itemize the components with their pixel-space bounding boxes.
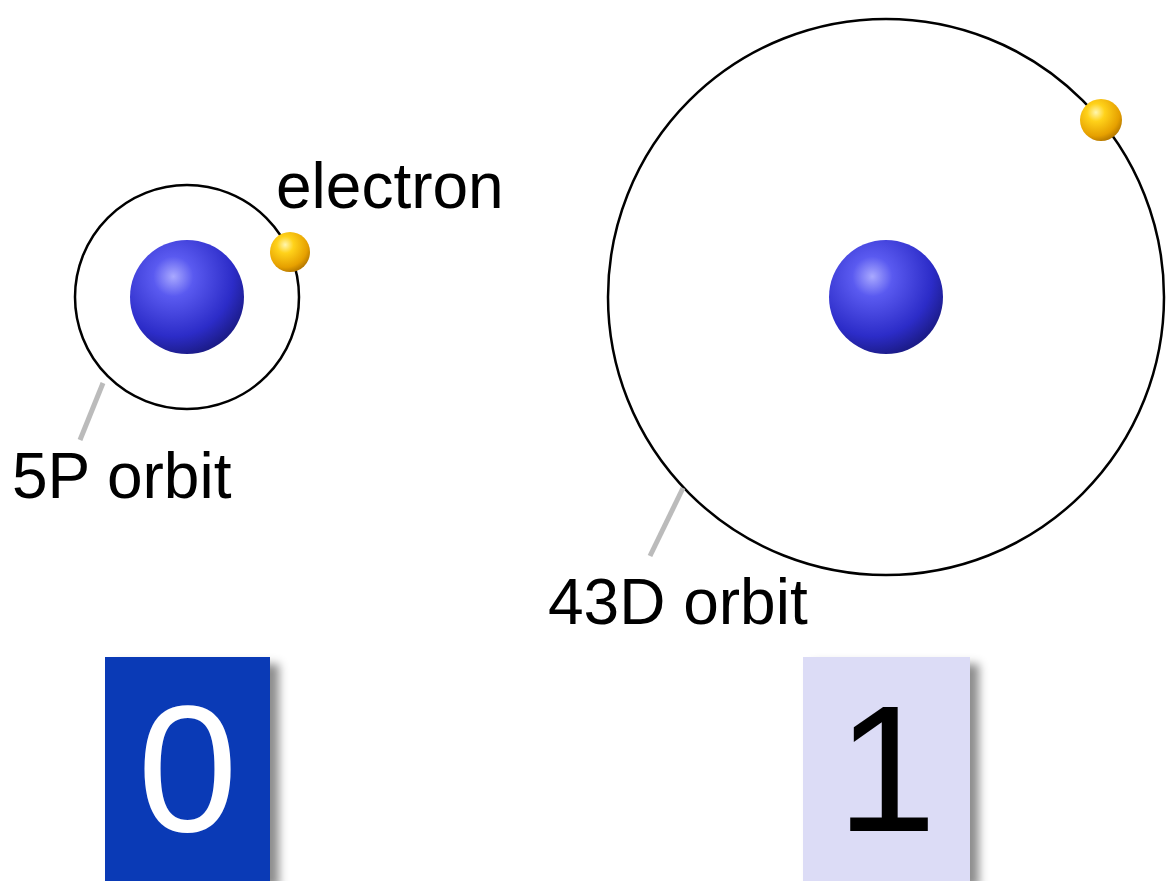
binary-digit: 1 <box>836 679 936 859</box>
electron-ball <box>1080 99 1122 141</box>
digit-box: 1 <box>803 657 970 881</box>
nucleus <box>130 240 244 354</box>
nucleus <box>829 240 943 354</box>
electron-label-wrap: electron <box>276 150 504 224</box>
leader-line <box>80 383 103 440</box>
leader-line <box>650 488 683 556</box>
electron-label: electron <box>276 150 504 224</box>
orbit-circle <box>608 19 1164 575</box>
orbit-circle <box>75 185 299 409</box>
orbit-label-wrap: 43D orbit <box>548 566 808 640</box>
orbit-label-wrap: 5P orbit <box>12 440 231 514</box>
orbit-label: 43D orbit <box>548 566 808 640</box>
orbit-label: 5P orbit <box>12 440 231 514</box>
digit-box: 0 <box>105 657 270 881</box>
binary-digit: 0 <box>137 679 237 859</box>
electron-ball <box>270 232 310 272</box>
